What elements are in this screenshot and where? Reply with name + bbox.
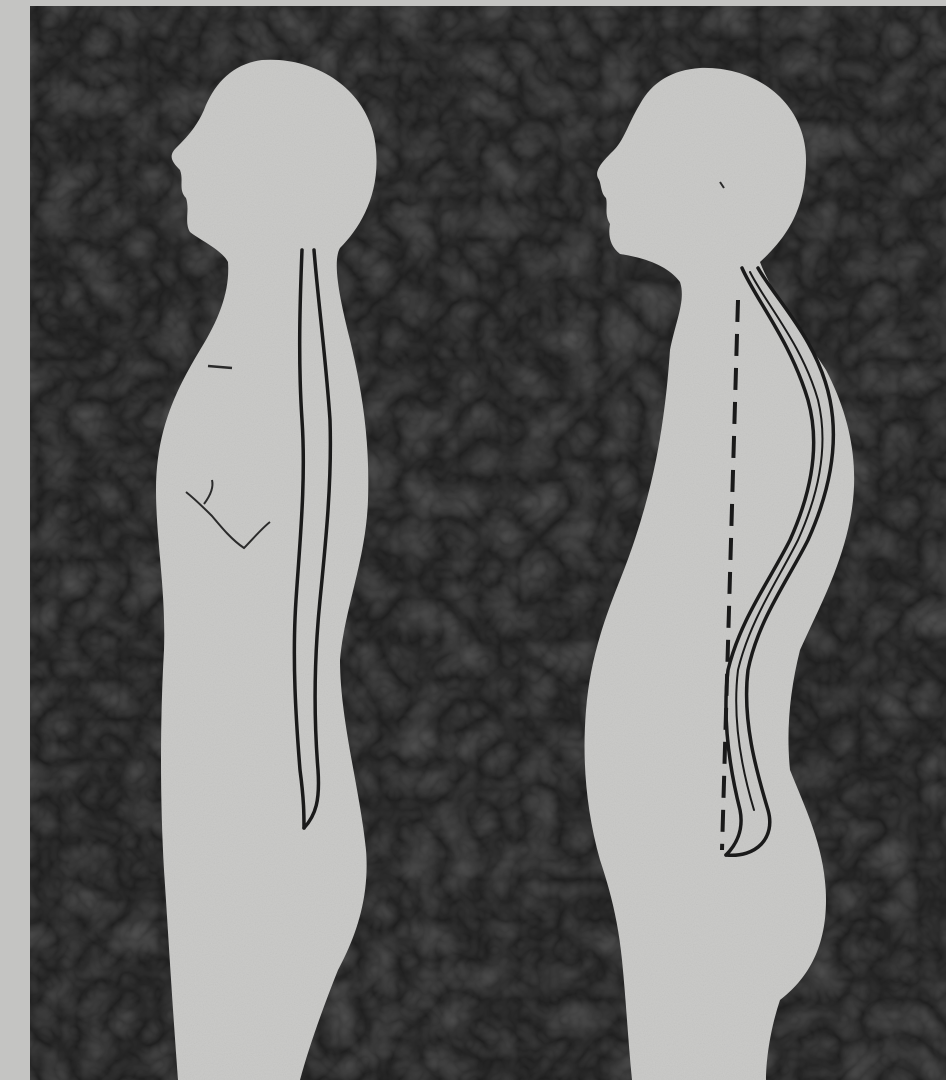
paper-edge [0, 0, 30, 1080]
upright-figure-grain [156, 60, 377, 1080]
paper-top-edge [0, 0, 946, 6]
upright-figure [156, 60, 377, 1080]
